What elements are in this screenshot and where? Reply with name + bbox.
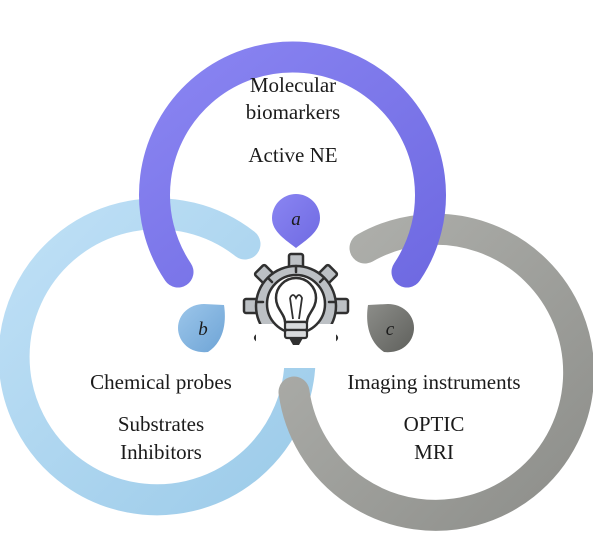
drop-b-label: b xyxy=(198,319,208,340)
top-title-line1: Molecular xyxy=(250,73,336,97)
top-title-line2: biomarkers xyxy=(246,100,340,124)
drop-c-label: c xyxy=(386,319,395,340)
drop-b: b xyxy=(178,304,225,353)
gear-lightbulb-icon xyxy=(242,252,350,368)
right-title: Imaging instruments xyxy=(347,370,520,394)
right-item-optic: OPTIC xyxy=(404,412,465,436)
drop-a: a xyxy=(272,194,320,248)
drop-a-label: a xyxy=(291,209,301,230)
top-item-active-ne: Active NE xyxy=(248,143,337,167)
left-item-substrates: Substrates xyxy=(118,412,204,436)
left-ring xyxy=(0,198,316,516)
left-title: Chemical probes xyxy=(90,370,232,394)
drop-c: c xyxy=(367,304,414,353)
right-ring xyxy=(278,213,593,531)
right-item-mri: MRI xyxy=(414,440,454,464)
top-ring xyxy=(139,41,446,288)
left-item-inhibitors: Inhibitors xyxy=(120,440,202,464)
